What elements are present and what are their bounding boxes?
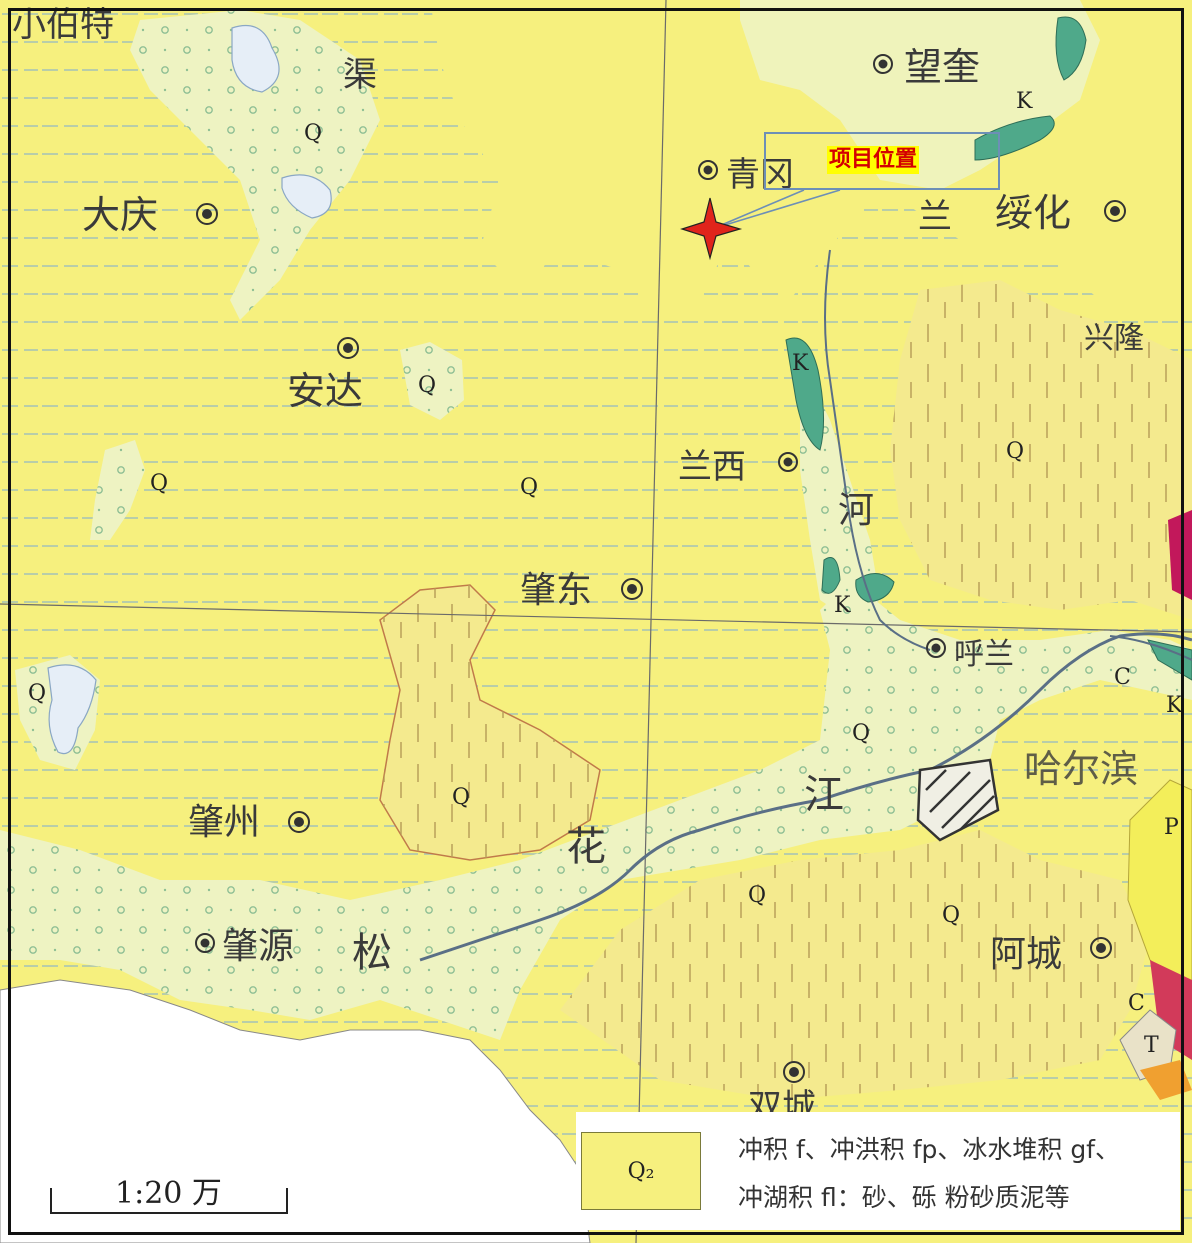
label-hua: 花 — [566, 824, 606, 870]
scale-bar-panel: 1:20 万 — [20, 1160, 320, 1230]
legend-panel: Q₂ 冲积 f、冲洪积 fp、冰水堆积 gf、 冲湖积 fl：砂、砾 粉砂质泥等 — [576, 1112, 1180, 1230]
unit-code-t3: T — [1144, 1033, 1159, 1058]
unit-q4-alluvial — [0, 0, 1192, 1040]
city-marker-hulan — [926, 638, 946, 658]
unit-code-q3-center: Q — [520, 475, 538, 500]
city-marker-anda — [337, 337, 359, 359]
city-marker-zhaoyuan — [195, 933, 215, 953]
legend-swatch-q2: Q₂ — [581, 1132, 701, 1210]
unit-code-q3-east: Q — [1006, 439, 1024, 464]
legend-line-2: 冲湖积 fl：砂、砾 粉砂质泥等 — [738, 1183, 1070, 1212]
unit-code-q4-nw: Q — [304, 121, 322, 146]
scale-text: 1:20 万 — [115, 1176, 222, 1211]
unit-code-q3-s1: Q — [748, 883, 766, 908]
city-marker-suihua — [1104, 200, 1126, 222]
city-marker-lanxi — [778, 452, 798, 472]
unit-labels: Q Q Q Q Q Q Q Q Q Q K K K C K P C T — [28, 89, 1183, 1058]
scale-bar-tick-right — [286, 1188, 288, 1214]
unit-code-q4-far-w: Q — [28, 681, 46, 706]
label-xinglong: 兴隆 — [1084, 321, 1144, 356]
label-lan-top: 兰 — [918, 197, 952, 237]
city-marker-shuangcheng — [783, 1061, 805, 1083]
project-location-label: 项目位置 — [827, 146, 920, 174]
scale-bar-line — [50, 1212, 286, 1214]
city-markers — [195, 54, 1126, 1083]
lakes — [47, 24, 332, 755]
scale-bar-tick-left — [50, 1188, 52, 1214]
legend-code: Q₂ — [627, 1159, 655, 1184]
unit-code-q3-s2: Q — [942, 903, 960, 928]
unit-code-q3-south-center: Q — [452, 785, 470, 810]
callout-box — [764, 132, 1000, 190]
label-jiang: 江 — [804, 772, 844, 818]
label-qu: 渠 — [343, 55, 377, 95]
label-wangkui: 望奎 — [904, 45, 980, 89]
label-zhaodong: 肇东 — [520, 570, 592, 611]
place-labels: 小伯特 渠 大庆 青冈 望奎 绥化 兰 兴隆 安达 兰西 河 肇东 呼兰 哈尔滨… — [12, 5, 1144, 1127]
unit-east-formations — [1119, 510, 1192, 1100]
label-zhaozhou: 肇州 — [188, 802, 260, 843]
callout-leader — [711, 189, 841, 230]
label-song: 松 — [352, 930, 392, 976]
label-he: 河 — [838, 490, 874, 531]
project-location-marker — [680, 197, 743, 261]
unit-code-p: P — [1164, 815, 1179, 840]
label-xiaobote: 小伯特 — [12, 5, 114, 45]
unit-code-q4-valley: Q — [852, 721, 870, 746]
unit-code-q4-w: Q — [150, 471, 168, 496]
unit-code-k-top: K — [1016, 89, 1033, 114]
label-suihua: 绥化 — [995, 191, 1071, 235]
legend-line-1: 冲积 f、冲洪积 fp、冰水堆积 gf、 — [738, 1135, 1120, 1164]
unit-q3-east — [890, 280, 1192, 620]
label-zhaoyuan: 肇源 — [222, 926, 294, 967]
city-marker-wangkui — [873, 54, 893, 74]
unit-q3-south — [560, 830, 1150, 1100]
unit-code-k2-a: K — [792, 351, 809, 376]
unit-code-c2-b: C — [1128, 991, 1145, 1016]
label-acheng: 阿城 — [990, 934, 1062, 975]
city-marker-zhaozhou — [288, 811, 310, 833]
unit-code-c2-a: C — [1114, 665, 1131, 690]
city-marker-qinggang — [698, 160, 718, 180]
label-anda: 安达 — [287, 369, 363, 413]
city-marker-zhaodong — [621, 578, 643, 600]
unit-code-k: K — [1166, 693, 1183, 718]
label-lanxi: 兰西 — [678, 447, 746, 487]
unit-code-q4-anda: Q — [418, 373, 436, 398]
label-hulan: 呼兰 — [954, 637, 1014, 672]
city-marker-acheng — [1090, 937, 1112, 959]
unit-code-k2-b: K — [834, 593, 851, 618]
label-daqing: 大庆 — [82, 193, 158, 237]
unit-q3-central — [379, 584, 601, 861]
city-marker-daqing — [196, 203, 218, 225]
label-harbin: 哈尔滨 — [1024, 747, 1138, 791]
harbin-urban — [916, 758, 1000, 842]
